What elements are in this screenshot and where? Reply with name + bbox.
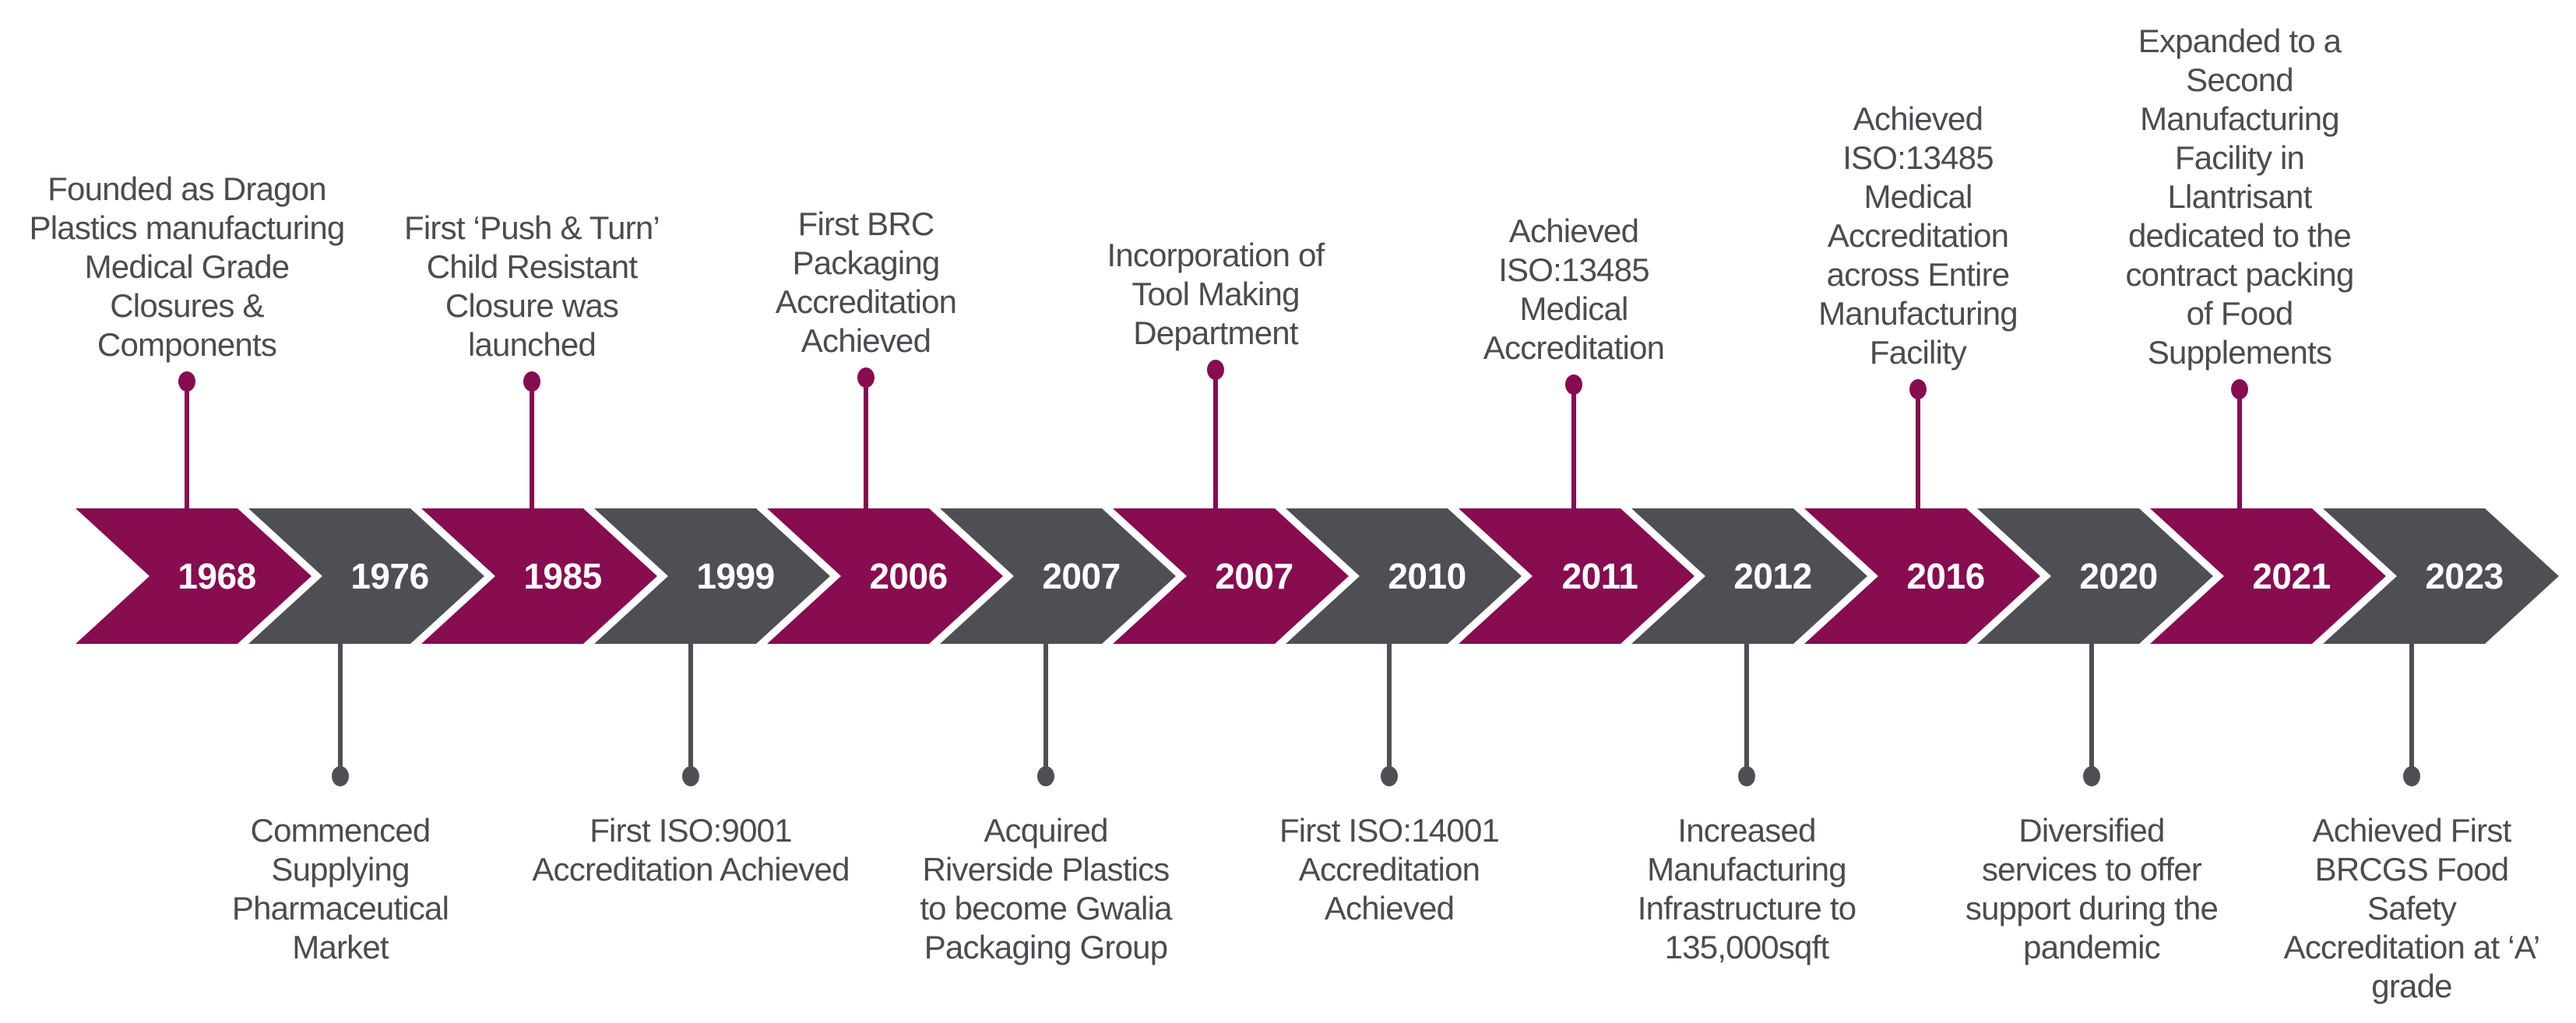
milestone-dot xyxy=(2083,766,2100,786)
timeline-chevron xyxy=(940,508,1176,644)
year-label: 2023 xyxy=(2425,556,2504,596)
timeline-chevron xyxy=(594,508,830,644)
timeline-chevron xyxy=(2150,508,2386,644)
year-label: 1968 xyxy=(178,556,256,596)
timeline-chevron xyxy=(1286,508,1522,644)
timeline-chevron xyxy=(1631,508,1867,644)
year-label: 1999 xyxy=(696,556,775,596)
milestone-description: First ISO:9001 Accreditation Achieved xyxy=(532,812,850,888)
milestone-dot xyxy=(1909,379,1927,399)
milestone-dot xyxy=(178,371,195,392)
year-label: 2016 xyxy=(1906,556,1985,596)
milestone-description: First ‘Push & Turn’ Child Resistant Clos… xyxy=(404,209,660,363)
milestone-description: Commenced Supplying Pharmaceutical Marke… xyxy=(231,812,449,965)
milestone-description: Diversified services to offer support du… xyxy=(1965,812,2219,965)
milestone-description: Founded as Dragon Plastics manufacturing… xyxy=(29,170,346,363)
year-label: 2010 xyxy=(1388,556,1466,596)
milestone-dot xyxy=(682,766,699,786)
milestone-description: Expanded to a Second Manufacturing Facil… xyxy=(2125,23,2354,371)
milestone-dot xyxy=(523,371,540,392)
milestone-dot xyxy=(1037,766,1054,786)
timeline-chevron xyxy=(2323,508,2559,644)
milestone-dot xyxy=(1207,360,1224,380)
timeline-chevron xyxy=(1804,508,2040,644)
timeline-chevron xyxy=(76,508,311,644)
milestone-dot xyxy=(332,766,349,786)
timeline-chevron xyxy=(1459,508,1694,644)
year-label: 2020 xyxy=(2079,556,2158,596)
year-label: 1976 xyxy=(350,556,429,596)
timeline-chevron xyxy=(421,508,657,644)
milestone-description: Acquired Riverside Plastics to become Gw… xyxy=(920,812,1172,965)
milestone-description: First BRC Packaging Accreditation Achiev… xyxy=(775,206,957,359)
milestone-dot xyxy=(1565,374,1582,395)
milestone-description: Achieved ISO:13485 Medical Accreditation… xyxy=(1818,100,2018,371)
timeline-chevron xyxy=(767,508,1003,644)
milestone-dot xyxy=(857,367,875,388)
milestone-description: Achieved ISO:13485 Medical Accreditation xyxy=(1483,213,1665,366)
year-label: 2021 xyxy=(2252,556,2331,596)
milestone-description: First ISO:14001 Accreditation Achieved xyxy=(1279,812,1500,926)
milestone-description: Increased Manufacturing Infrastructure t… xyxy=(1637,812,1856,965)
year-label: 1985 xyxy=(523,556,602,596)
timeline-chevron xyxy=(1113,508,1349,644)
milestone-dot xyxy=(2231,379,2248,399)
year-label: 2007 xyxy=(1215,556,1293,596)
year-label: 2007 xyxy=(1042,556,1121,596)
milestone-dot xyxy=(2403,766,2420,786)
milestone-description: Achieved First BRCGS Food Safety Accredi… xyxy=(2283,812,2541,1004)
milestone-dot xyxy=(1738,766,1755,786)
timeline-chevron xyxy=(1977,508,2213,644)
milestone-description: Incorporation of Tool Making Department xyxy=(1107,237,1325,351)
milestone-dot xyxy=(1381,766,1398,786)
year-label: 2006 xyxy=(869,556,948,596)
timeline-chevron xyxy=(248,508,484,644)
year-label: 2011 xyxy=(1561,556,1638,596)
year-label: 2012 xyxy=(1733,556,1812,596)
